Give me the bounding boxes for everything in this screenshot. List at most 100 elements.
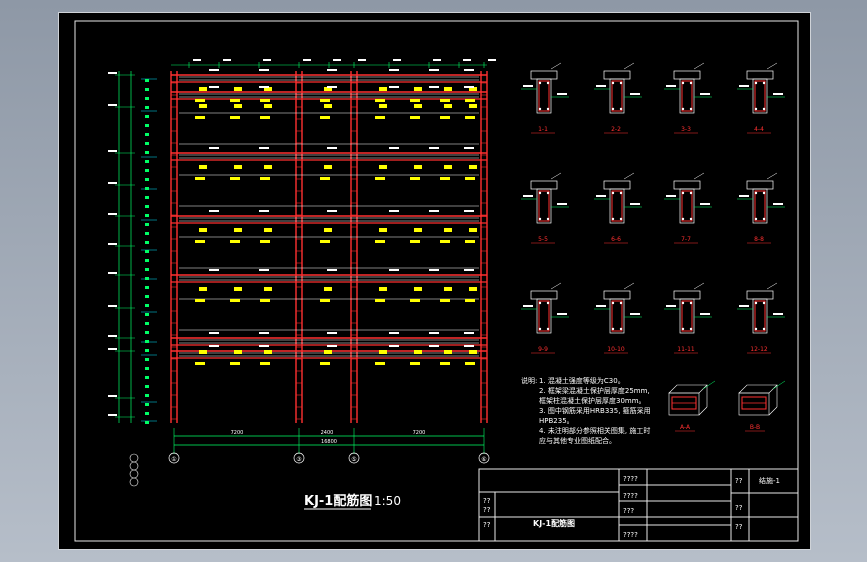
elevation-text: [108, 150, 117, 152]
section-slab: [746, 180, 774, 190]
elevation-marker: [145, 268, 149, 271]
section-leader: [766, 172, 778, 180]
title-cell: ??: [483, 506, 491, 514]
section-leader-text: [557, 313, 567, 315]
section-slab: [746, 70, 774, 80]
rebar-annotation: [324, 104, 332, 108]
rebar-annotation: [440, 299, 450, 302]
rebar-annotation: [444, 287, 452, 291]
section-leader-text: [596, 195, 606, 197]
section-web: [609, 298, 625, 334]
section-label: 5-5: [538, 236, 548, 243]
section-rebar-dot: [689, 107, 693, 111]
rebar-annotation: [234, 228, 242, 232]
top-dimension-text: [263, 59, 271, 61]
elevation-marker: [145, 412, 149, 415]
elevation-marker: [145, 385, 149, 388]
rebar-annotation: [199, 287, 207, 291]
section-web: [536, 188, 552, 224]
elevation-marker: [145, 304, 149, 307]
rebar-annotation: [195, 177, 205, 180]
section-label: 4-4: [754, 126, 764, 133]
elevation-marker: [145, 205, 149, 208]
section-stirrup: [754, 80, 766, 112]
rebar-annotation: [324, 287, 332, 291]
section-detail: 6-6: [594, 172, 642, 244]
section-rebar-dot: [754, 81, 758, 85]
rebar-annotation: [260, 299, 270, 302]
title-block-code: 结施-1: [759, 476, 780, 485]
section-rebar-dot: [681, 191, 685, 195]
rebar-annotation: [320, 299, 330, 302]
section-web: [609, 78, 625, 114]
beam-dim-text: [429, 147, 439, 149]
section-label: 3-3: [681, 126, 691, 133]
rebar-annotation: [410, 299, 420, 302]
rebar-annotation: [234, 165, 242, 169]
small-section-front: [738, 392, 770, 416]
section-label: 2-2: [611, 126, 621, 133]
section-rebar-dot: [689, 81, 693, 85]
section-rebar-dot: [619, 81, 623, 85]
beam-dim-text: [389, 69, 399, 71]
rebar-annotation: [234, 104, 242, 108]
section-leader-text: [630, 313, 640, 315]
beam-dim-text: [259, 210, 269, 212]
section-rebar-dot: [754, 191, 758, 195]
rebar-annotation: [375, 299, 385, 302]
beam-dim-text: [327, 269, 337, 271]
small-section-leader: [702, 380, 716, 390]
section-stirrup: [611, 190, 623, 222]
elevation-marker: [145, 295, 149, 298]
rebar-annotation: [234, 287, 242, 291]
elevation-marker: [145, 358, 149, 361]
small-section-leader: [772, 380, 786, 390]
title-block: ???? ???? ??? ???? ?? ?? ?? ?? ?? ?? KJ-…: [478, 468, 799, 542]
elevation-marker: [145, 394, 149, 397]
title-cell: ??: [483, 521, 491, 529]
elevation-text: [108, 272, 117, 274]
beam-dim-text: [259, 69, 269, 71]
section-stirrup: [681, 300, 693, 332]
section-leader: [693, 172, 705, 180]
grid-bubble: [129, 469, 139, 479]
section-label: 1-1: [538, 126, 548, 133]
section-rebar-dot: [619, 327, 623, 331]
small-section-detail: B-B: [738, 380, 786, 432]
rebar-annotation: [320, 99, 330, 102]
axis-label: ③: [296, 456, 301, 463]
elevation-marker: [145, 169, 149, 172]
rebar-annotation: [324, 350, 332, 354]
rebar-annotation: [469, 287, 477, 291]
rebar-annotation: [230, 99, 240, 102]
rebar-annotation: [440, 177, 450, 180]
axis-bubble: [348, 452, 360, 464]
title-cell: ??: [483, 497, 491, 505]
top-dimension-text: [333, 59, 341, 61]
rebar-annotation: [375, 240, 385, 243]
elevation-marker: [145, 124, 149, 127]
elevation-marker: [145, 322, 149, 325]
section-rebar-dot: [611, 191, 615, 195]
section-rebar-dot: [754, 327, 758, 331]
elevation-marker: [145, 133, 149, 136]
dimension-text: 7200: [231, 430, 244, 436]
note-line: 4. 未注明部分参照相关图集, 施工时: [539, 426, 650, 435]
rebar-annotation: [264, 165, 272, 169]
elevation-marker: [145, 286, 149, 289]
section-detail: 12-12: [737, 282, 785, 354]
section-rebar-dot: [538, 217, 542, 221]
section-rebar-dot: [538, 81, 542, 85]
title-cell: ??: [735, 523, 743, 531]
rebar-annotation: [260, 362, 270, 365]
section-leader-text: [557, 203, 567, 205]
rebar-annotation: [264, 350, 272, 354]
rebar-annotation: [230, 177, 240, 180]
elevation-marker: [145, 250, 149, 253]
rebar-annotation: [414, 87, 422, 91]
section-slab: [530, 70, 558, 80]
rebar-annotation: [199, 228, 207, 232]
section-slab: [603, 70, 631, 80]
drawing-scale: 1:50: [374, 494, 401, 508]
